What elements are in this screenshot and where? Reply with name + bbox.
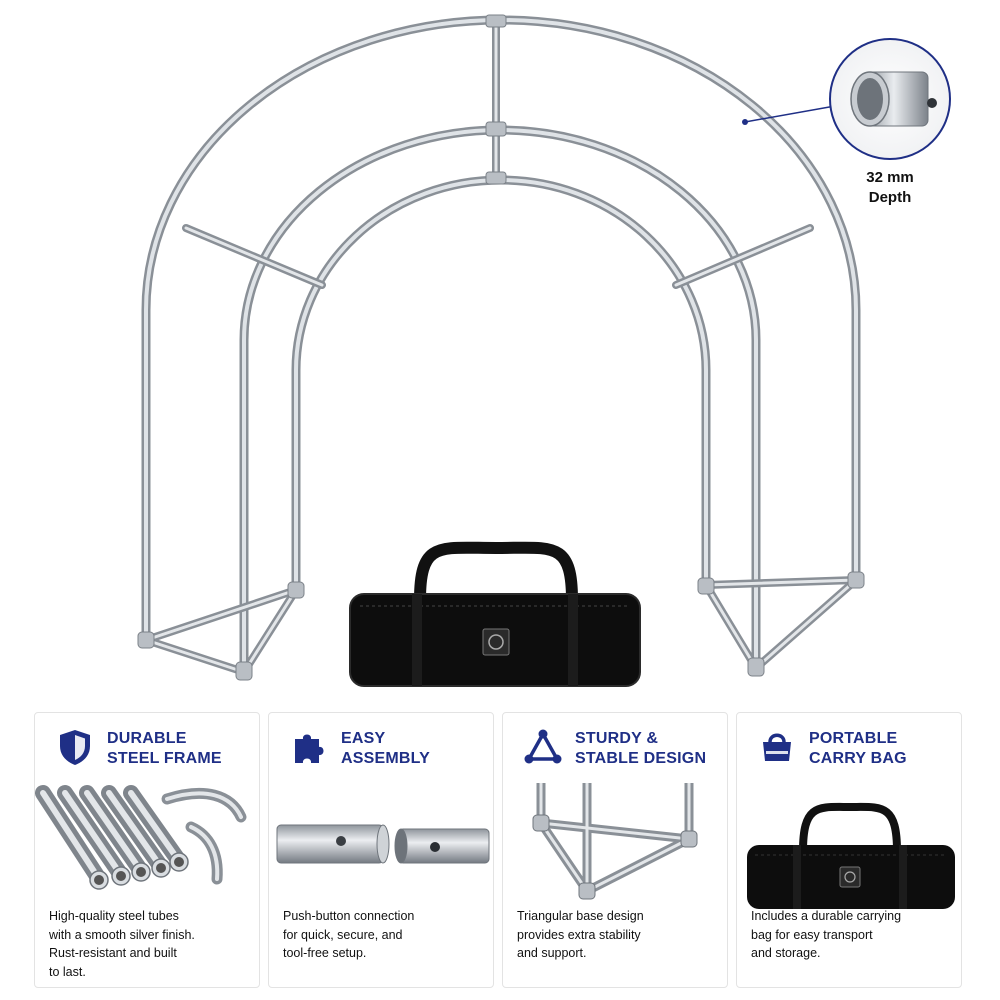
- callout-depth-label: 32 mm Depth: [830, 168, 950, 208]
- carry-bag-image: [747, 802, 955, 909]
- feature-description: Push-button connection for quick, secure…: [283, 909, 415, 960]
- feature-description: Triangular base design provides extra st…: [517, 909, 644, 960]
- frame-hero-illustration: [137, 14, 951, 687]
- puzzle-icon: [295, 734, 324, 763]
- steel-frame: [137, 14, 865, 681]
- feature-title: DURABLE STEEL FRAME: [107, 730, 222, 767]
- bag-icon: [763, 733, 791, 761]
- shield-icon: [60, 730, 90, 765]
- feature-title: STURDY & STABLE DESIGN: [575, 730, 707, 767]
- carry-bag: [349, 541, 641, 687]
- feature-description: High-quality steel tubes with a smooth s…: [49, 909, 195, 979]
- feature-card-portable-carry-bag: PORTABLE CARRY BAG Includes a durable ca…: [736, 712, 962, 988]
- feature-title: EASY ASSEMBLY: [341, 730, 431, 767]
- feature-card-easy-assembly: EASY ASSEMBLY Push-button connection for…: [268, 712, 494, 988]
- feature-card-sturdy-stable-design: STURDY & STABLE DESIGN: [502, 712, 728, 988]
- feature-description: Includes a durable carrying bag for easy…: [751, 909, 902, 960]
- callout-caption: Depth: [868, 189, 912, 206]
- feature-title: PORTABLE CARRY BAG: [809, 730, 907, 767]
- steel-tubes-image: [35, 785, 247, 890]
- feature-card-durable-steel-frame: DURABLE STEEL FRAME: [34, 712, 260, 988]
- triangular-base-image: [532, 783, 698, 900]
- push-button-connector-image: [276, 824, 490, 864]
- callout-value: 32 mm: [866, 169, 914, 186]
- tube-depth-callout: [742, 38, 951, 160]
- triangle-nodes-icon: [524, 729, 562, 764]
- tube-end-detail: [850, 71, 937, 127]
